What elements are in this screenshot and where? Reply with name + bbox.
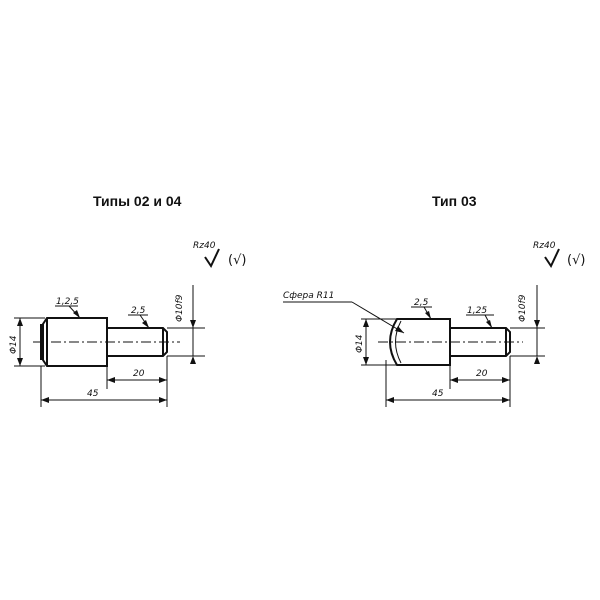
left-chamfer-big-label: 1,2,5: [56, 297, 79, 307]
right-dia-small-label: Φ10f9: [518, 294, 528, 322]
right-roughness-paren: (√): [567, 253, 585, 268]
left-title: Типы 02 и 04: [93, 193, 182, 209]
right-sphere-leader: [351, 301, 405, 334]
right-chamfer-big-label: 2,5: [414, 298, 429, 308]
right-len-total-label: 45: [432, 389, 444, 399]
left-roughness-paren: (√): [228, 253, 246, 268]
left-dia-big-label: Φ14: [9, 335, 19, 354]
right-len-small-label: 20: [476, 369, 488, 379]
right-big-section: [389, 318, 451, 366]
left-dia-small-label: Φ10f9: [175, 294, 185, 322]
right-title: Тип 03: [432, 193, 477, 209]
left-len-small-label: 20: [133, 369, 145, 379]
left-len-total-label: 45: [87, 389, 99, 399]
left-roughness-check-icon: [204, 248, 220, 269]
right-dia-big-label: Φ14: [355, 334, 365, 353]
part-types-02-04: Типы 02 и 04 Rz40 (√) Φ14 Φ10f9 1,2,5: [9, 193, 246, 407]
left-roughness-label: Rz40: [193, 241, 216, 251]
right-chamfer-small-label: 1,25: [467, 306, 487, 316]
right-roughness-label: Rz40: [533, 241, 556, 251]
right-sphere-label: Сфера R11: [283, 291, 334, 301]
right-roughness-check-icon: [544, 248, 560, 269]
part-type-03: Тип 03 Rz40 (√) Сфера R11 Φ14 Φ10f9: [283, 193, 585, 407]
left-chamfer-small-label: 2,5: [131, 306, 146, 316]
